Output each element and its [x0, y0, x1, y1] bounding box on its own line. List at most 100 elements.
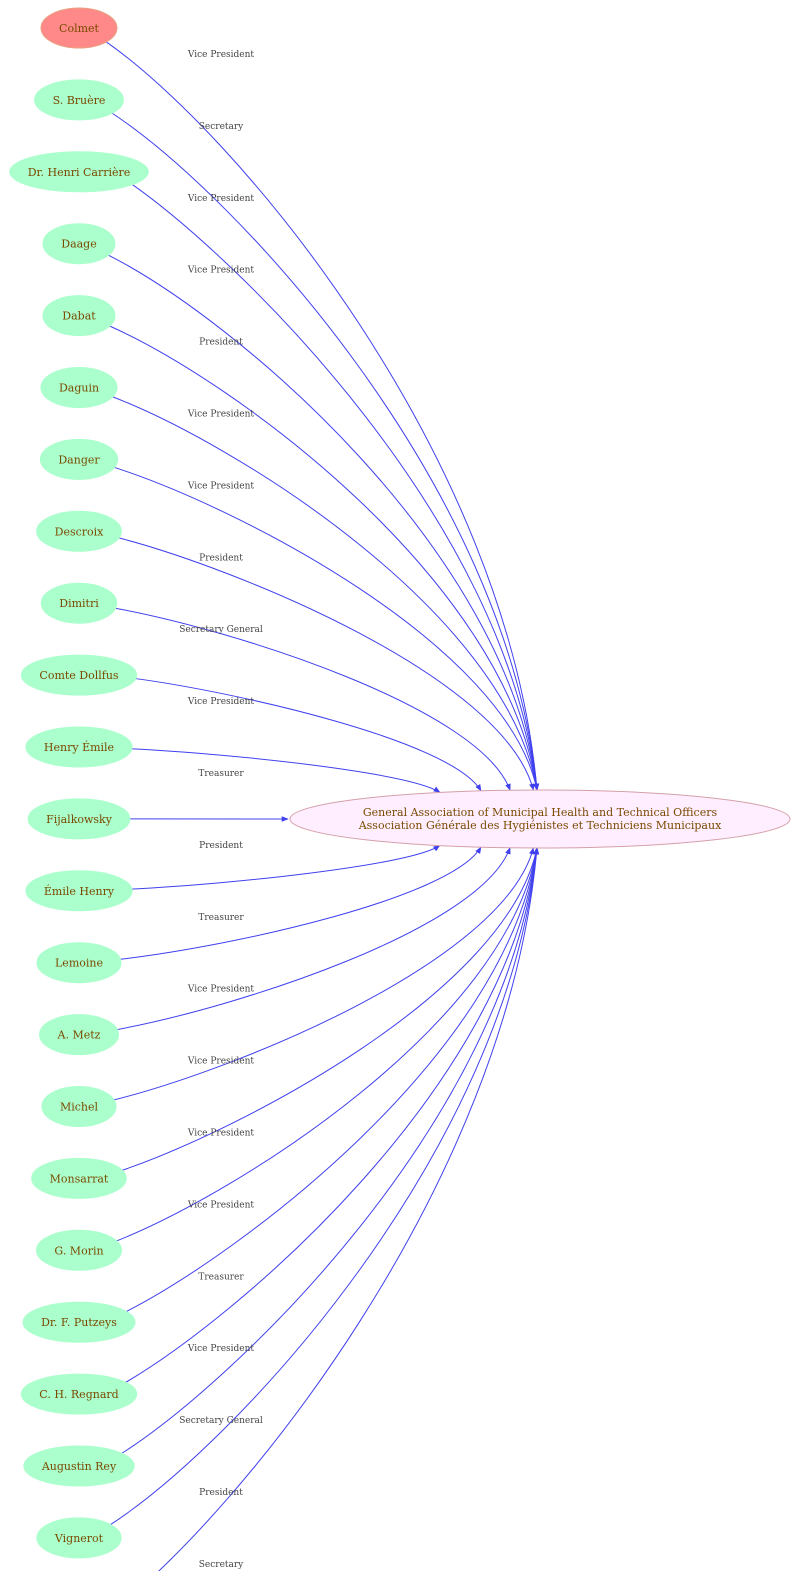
person-node-michel[interactable]: Michel — [41, 1086, 117, 1127]
person-node-fijalkowsky[interactable]: Fijalkowsky — [27, 798, 131, 840]
edge-label-danger: Vice President — [187, 481, 255, 491]
person-node-dr-f-putzeys[interactable]: Dr. F. Putzeys — [22, 1301, 136, 1343]
person-name: Monsarrat — [50, 1172, 109, 1185]
person-name: Descroix — [55, 525, 105, 538]
person-node-daage[interactable]: Daage — [42, 223, 116, 265]
edge-label-michel: Vice President — [187, 1129, 255, 1139]
person-name: Daguin — [59, 382, 99, 395]
edge-label-dr-f-putzeys: Vice President — [187, 1344, 255, 1354]
center-ellipse — [289, 789, 791, 849]
person-ellipse — [40, 7, 118, 49]
edge-daguin — [111, 395, 539, 791]
edge-label-colmet: Vice President — [187, 50, 255, 60]
edge-dr-f-putzeys — [124, 847, 539, 1313]
edge-danger — [113, 466, 539, 791]
edge-label-henry-emile: Treasurer — [198, 769, 244, 779]
person-name: Danger — [58, 453, 100, 466]
person-name: Vignerot — [54, 1532, 104, 1545]
person-node-daguin[interactable]: Daguin — [40, 367, 118, 408]
person-ellipse — [40, 582, 118, 624]
person-name: Augustin Rey — [41, 1460, 117, 1473]
edge-emile-henry — [130, 845, 441, 890]
person-ellipse — [20, 654, 138, 696]
person-ellipse — [42, 295, 116, 337]
edge-c-h-regnard — [123, 847, 539, 1384]
edge-label-augustin-rey: President — [199, 1488, 243, 1498]
person-ellipse — [25, 870, 133, 912]
edge-augustin-rey — [119, 847, 540, 1455]
person-ellipse — [36, 942, 122, 984]
person-name: Michel — [60, 1101, 99, 1114]
person-node-g-morin[interactable]: G. Morin — [35, 1229, 123, 1271]
person-node-augustin-rey[interactable]: Augustin Rey — [23, 1445, 135, 1487]
person-node-a-metz[interactable]: A. Metz — [39, 1014, 119, 1056]
edge-lemoine — [119, 846, 482, 960]
person-ellipse — [36, 1517, 122, 1559]
edge-daage — [106, 254, 539, 791]
person-ellipse — [34, 79, 124, 121]
person-ellipse — [41, 1086, 117, 1127]
person-node-vignerot[interactable]: Vignerot — [36, 1517, 122, 1559]
person-name: Henry Émile — [44, 740, 114, 754]
edge-dimitri — [114, 607, 511, 791]
person-node-dr-henri-carriere[interactable]: Dr. Henri Carrière — [9, 151, 149, 193]
edge-label-dabat: President — [199, 338, 243, 348]
person-node-henry-emile[interactable]: Henry Émile — [25, 726, 133, 768]
person-name: Dr. F. Putzeys — [41, 1316, 117, 1329]
edge-comte-dollfus — [134, 677, 482, 792]
person-ellipse — [20, 1373, 138, 1415]
person-name: Comte Dollfus — [39, 669, 119, 682]
edge-label-s-bruere: Secretary — [199, 122, 244, 132]
person-name: Fijalkowsky — [46, 813, 113, 826]
edge-label-descroix: President — [199, 553, 243, 563]
person-node-s-bruere[interactable]: S. Bruère — [34, 79, 124, 121]
person-ellipse — [36, 510, 122, 552]
edge-g-morin — [115, 847, 539, 1242]
edge-colmet — [104, 40, 540, 791]
edge-label-a-metz: Vice President — [187, 1057, 255, 1067]
person-ellipse — [40, 367, 118, 408]
edge-michel — [112, 847, 535, 1101]
edge-unnamed — [158, 847, 540, 1571]
center-label-fr: Association Générale des Hygiénistes et … — [358, 819, 722, 832]
edge-label-daage: Vice President — [187, 266, 255, 276]
edge-label-lemoine: Vice President — [187, 985, 255, 995]
edge-dr-henri-carriere — [130, 183, 540, 791]
edge-label-fijalkowsky: President — [199, 841, 243, 851]
edge-label-vignerot: Secretary — [199, 1560, 244, 1570]
person-name: Colmet — [59, 22, 99, 35]
edge-dabat — [108, 325, 539, 791]
edges — [104, 40, 540, 1571]
person-node-dabat[interactable]: Dabat — [42, 295, 116, 337]
edge-a-metz — [116, 847, 511, 1031]
edge-label-dimitri: Secretary General — [179, 625, 263, 635]
edge-vignerot — [108, 847, 540, 1526]
edge-label-emile-henry: Treasurer — [198, 913, 244, 923]
edge-label-comte-dollfus: Vice President — [187, 697, 255, 707]
person-name: Dabat — [62, 310, 96, 323]
person-ellipse — [25, 726, 133, 768]
person-ellipse — [35, 1229, 123, 1271]
person-node-colmet[interactable]: Colmet — [40, 7, 118, 49]
person-ellipse — [23, 1445, 135, 1487]
person-node-monsarrat[interactable]: Monsarrat — [31, 1157, 127, 1199]
person-node-danger[interactable]: Danger — [39, 438, 119, 480]
person-node-emile-henry[interactable]: Émile Henry — [25, 870, 133, 912]
center-node[interactable]: General Association of Municipal Health … — [289, 789, 791, 849]
person-node-descroix[interactable]: Descroix — [36, 510, 122, 552]
person-ellipse — [31, 1157, 127, 1199]
edge-label-daguin: Vice President — [187, 410, 255, 420]
person-node-comte-dollfus[interactable]: Comte Dollfus — [20, 654, 138, 696]
edge-label-c-h-regnard: Secretary General — [179, 1416, 263, 1426]
edge-descroix — [117, 537, 535, 791]
edge-monsarrat — [120, 847, 539, 1172]
person-node-lemoine[interactable]: Lemoine — [36, 942, 122, 984]
person-node-c-h-regnard[interactable]: C. H. Regnard — [20, 1373, 138, 1415]
person-name: G. Morin — [54, 1244, 103, 1257]
edge-label-monsarrat: Vice President — [187, 1200, 255, 1210]
person-ellipse — [42, 223, 116, 265]
person-node-dimitri[interactable]: Dimitri — [40, 582, 118, 624]
